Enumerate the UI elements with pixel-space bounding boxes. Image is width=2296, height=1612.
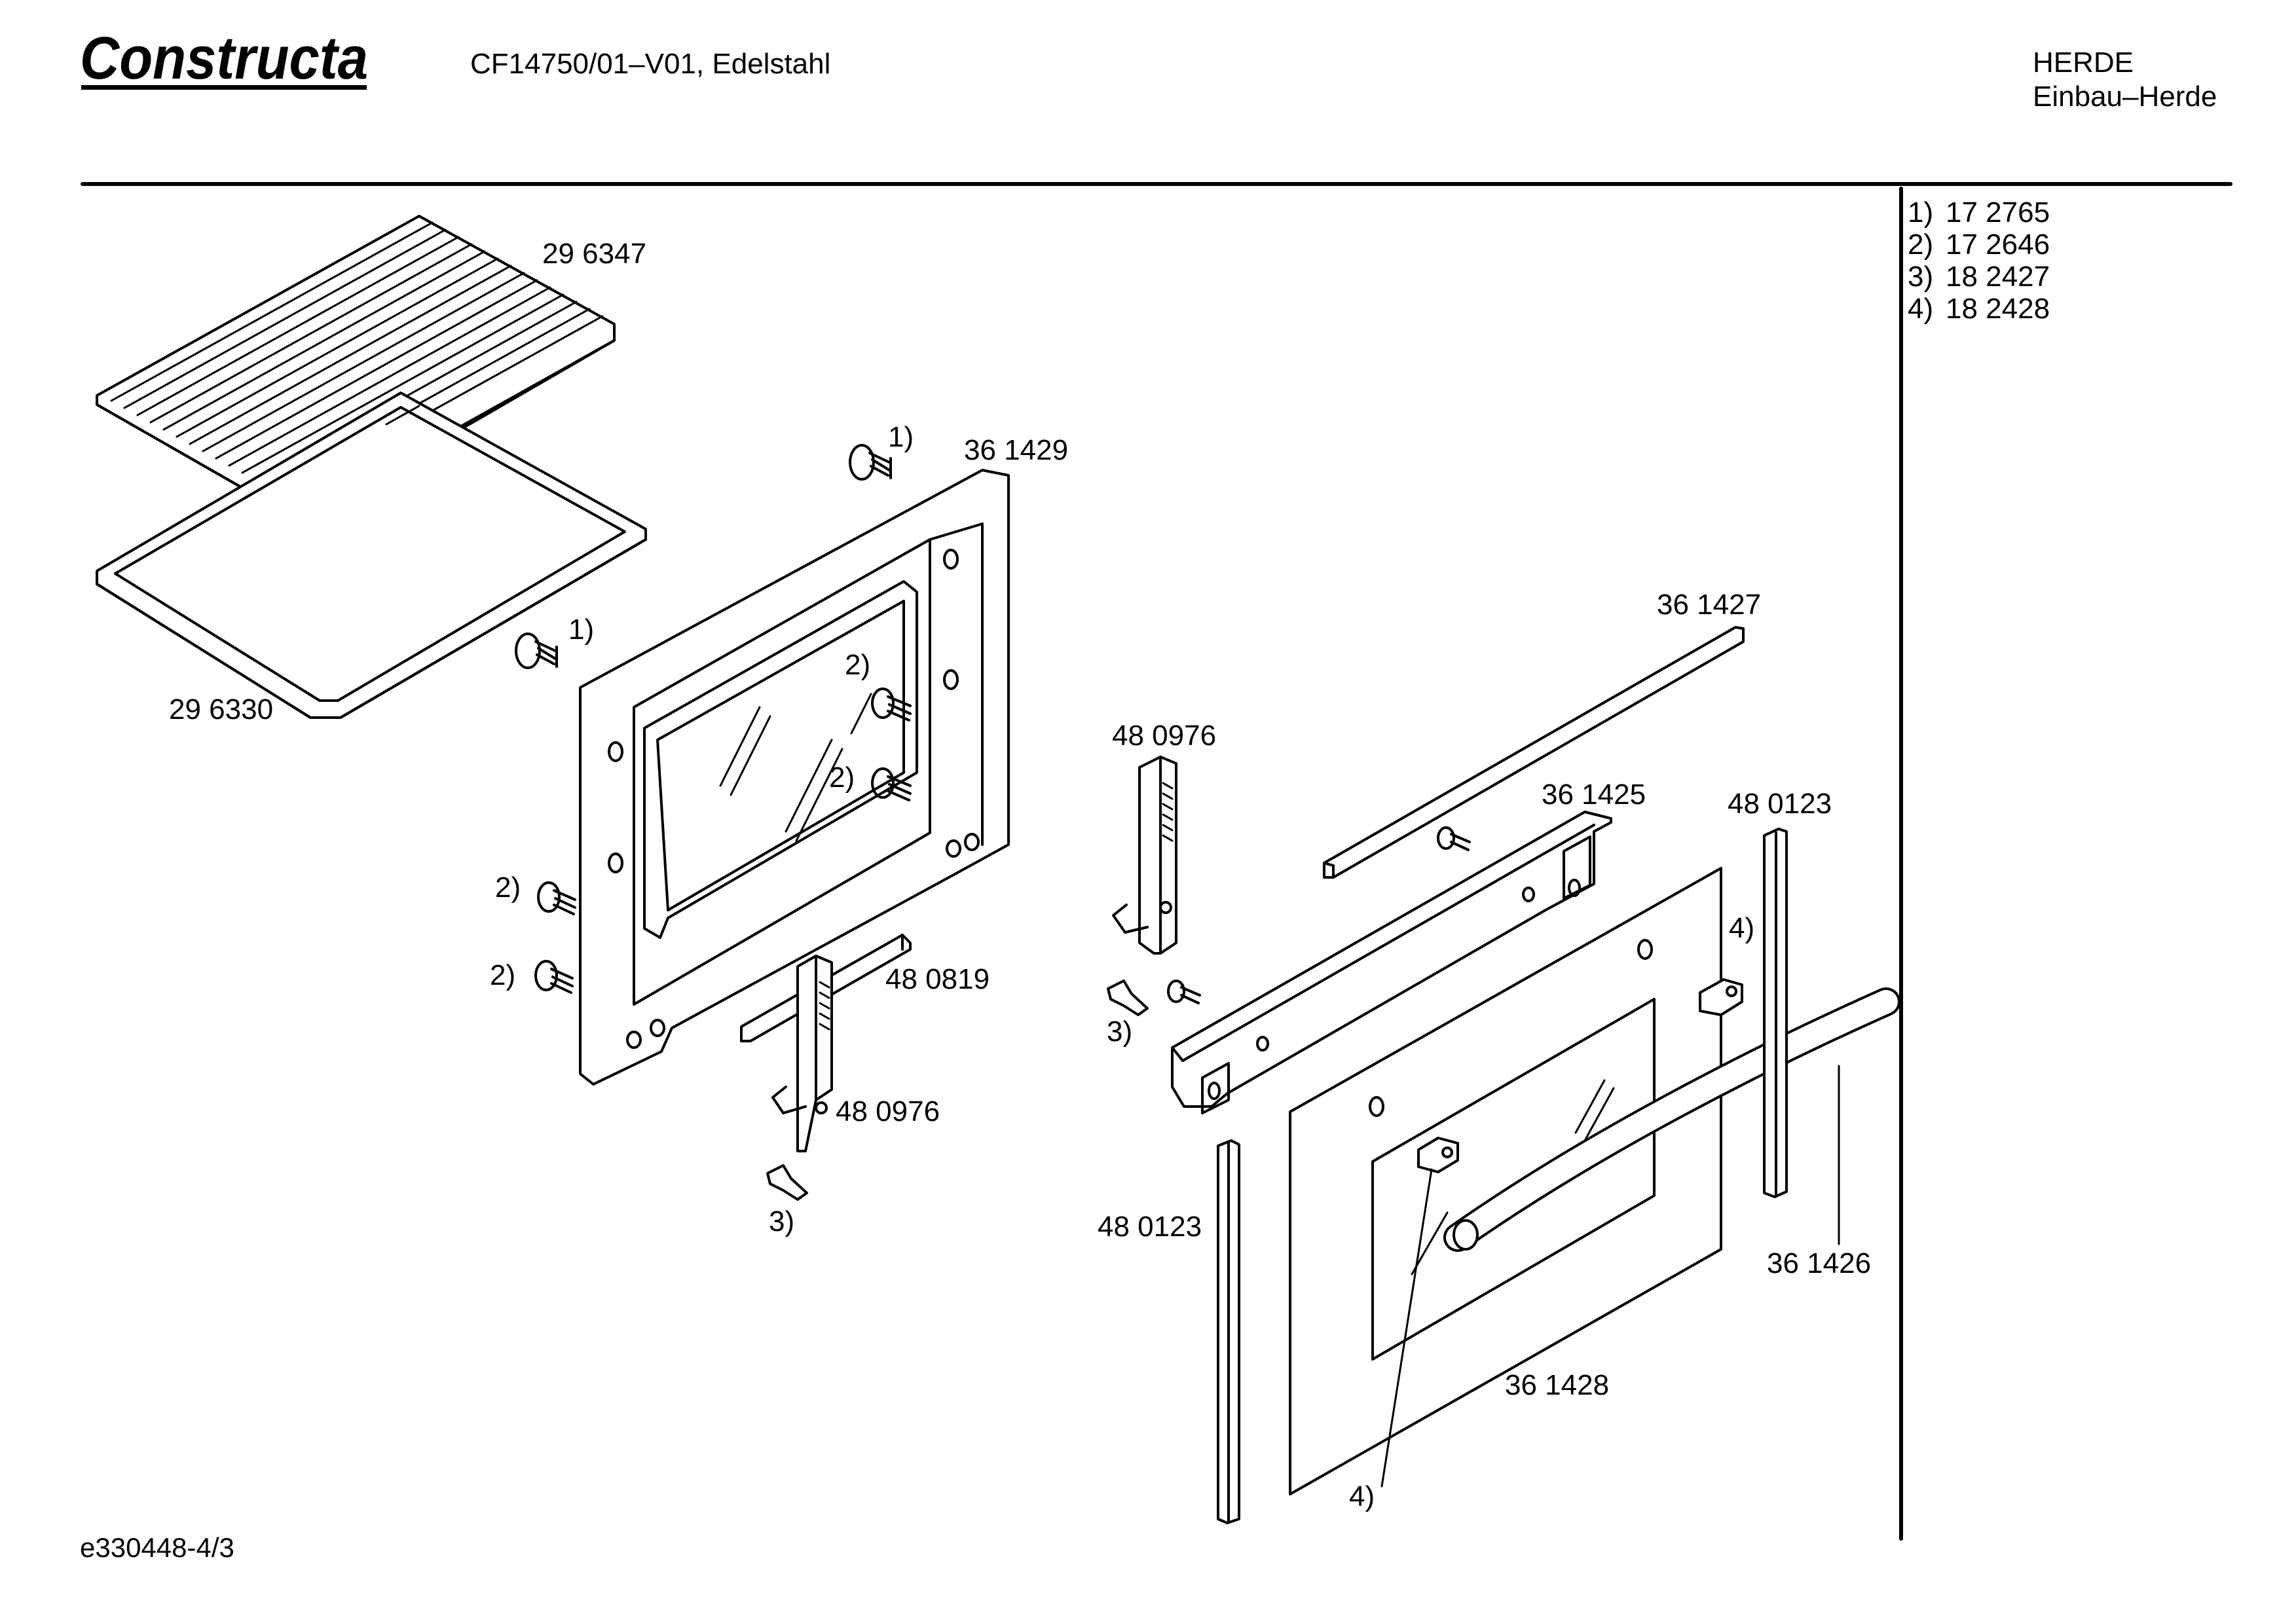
ref-label: 4) [1349, 1480, 1375, 1512]
bracket-ref-4-right [1699, 978, 1743, 1016]
door-handle [1443, 987, 1900, 1252]
callout-door-inner-frame: 36 1429 [964, 434, 1068, 466]
ref-label: 2) [495, 871, 521, 904]
side-strip-left [1217, 1139, 1240, 1524]
legend-key: 3) [1908, 261, 1934, 293]
callout-side-strip-right: 48 0123 [1728, 788, 1832, 820]
legend-key: 2) [1908, 229, 1934, 261]
legend-value: 17 2765 [1946, 196, 2050, 229]
screw-ref-1-left [515, 632, 558, 669]
drawing-id: e330448-4/3 [80, 1532, 234, 1563]
leader-line [385, 405, 420, 426]
callout-side-strip-left: 48 0123 [1098, 1211, 1202, 1243]
screw-ref-2-c [537, 881, 576, 915]
callout-outer-door-glass: 36 1428 [1505, 1369, 1609, 1401]
screw-ref-2-d [534, 960, 574, 994]
screw-ref-2-a [871, 687, 912, 722]
ref-label: 2) [829, 761, 855, 794]
ref-label: 1) [568, 614, 594, 646]
hinge-upper [1112, 756, 1177, 955]
screw-small-hinge [1167, 980, 1201, 1004]
outer-door-glass [1289, 867, 1722, 1495]
clip-ref-3-upper [1107, 980, 1149, 1016]
clip-ref-3-lower [766, 1164, 808, 1201]
screw-ref-2-b [871, 767, 912, 801]
legend-row: 3) 18 2427 [1908, 261, 2050, 293]
ref-label: 1) [888, 421, 914, 453]
legend-value: 18 2428 [1946, 293, 2050, 325]
reference-legend: 1) 17 2765 2) 17 2646 3) 18 2427 4) 18 2428 [1908, 196, 2050, 325]
callout-hinge-upper: 48 0976 [1112, 720, 1216, 752]
ref-label: 3) [769, 1205, 794, 1237]
ref-label: 2) [490, 959, 515, 991]
callout-grill-rack: 29 6347 [542, 238, 646, 270]
leader-line [1380, 1168, 1433, 1488]
callout-door-top-profile: 36 1425 [1542, 779, 1646, 811]
legend-row: 1) 17 2765 [1908, 196, 2050, 229]
category-label: HERDE [2033, 46, 2134, 79]
legend-row: 2) 17 2646 [1908, 229, 2050, 261]
callout-baking-tray: 29 6330 [169, 693, 273, 725]
ref-label: 3) [1107, 1016, 1132, 1048]
callout-door-handle: 36 1426 [1767, 1247, 1871, 1279]
screw-ref-1-top [849, 444, 892, 481]
legend-row: 4) 18 2428 [1908, 293, 2050, 325]
callout-hinge-lower: 48 0976 [836, 1095, 940, 1127]
door-top-profile [1171, 811, 1612, 1114]
legend-key: 4) [1908, 293, 1934, 325]
constructa-logo: Constructa [80, 25, 368, 92]
callout-seal-strip-center: 48 0819 [885, 963, 990, 995]
side-strip-right [1763, 828, 1788, 1198]
ref-label: 4) [1729, 912, 1754, 944]
model-title: CF14750/01–V01, Edelstahl [470, 48, 831, 80]
legend-key: 1) [1908, 196, 1934, 229]
screw-small-top [1437, 826, 1471, 851]
bracket-ref-4-door [1417, 1137, 1459, 1173]
baking-tray [96, 392, 647, 719]
door-inner-frame [579, 469, 1010, 1086]
legend-value: 18 2427 [1946, 261, 2050, 293]
ref-label: 2) [845, 649, 870, 681]
hinge-lower [771, 955, 833, 1152]
legend-value: 17 2646 [1946, 229, 2050, 261]
top-strip [1323, 626, 1745, 879]
brand-text: Constructa [80, 25, 368, 92]
callout-top-strip: 36 1427 [1657, 589, 1761, 621]
subcategory-label: Einbau–Herde [2033, 81, 2217, 113]
